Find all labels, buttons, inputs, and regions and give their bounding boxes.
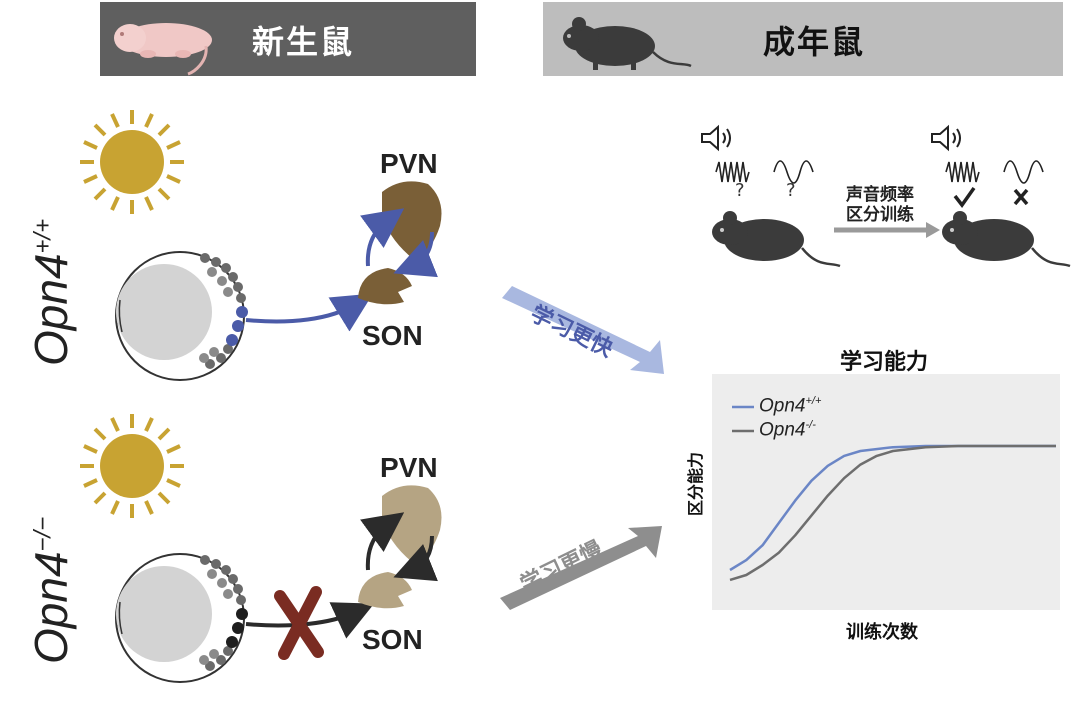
sun-icon-bottom bbox=[80, 414, 184, 518]
son-label-top: SON bbox=[362, 320, 423, 351]
cross-icon bbox=[1013, 188, 1029, 206]
eye-icon-bottom bbox=[115, 553, 375, 683]
newborn-mouse-icon bbox=[114, 23, 212, 76]
training-label-line1: 声音频率 bbox=[846, 185, 914, 205]
chart-title: 学习能力 bbox=[840, 350, 929, 375]
low-frequency-wave-icon-left bbox=[773, 160, 814, 184]
high-frequency-wave-icon-right bbox=[945, 161, 980, 183]
chart-xlabel: 训练次数 bbox=[846, 622, 918, 643]
pvn-label-bottom: PVN bbox=[380, 452, 438, 483]
adult-title: 成年鼠 bbox=[763, 23, 866, 61]
legend-ko: Opn4-/- bbox=[759, 419, 816, 441]
faster-arrow bbox=[502, 286, 664, 374]
training-label-line2: 区分训练 bbox=[846, 205, 914, 225]
question-mark-1: ? bbox=[735, 180, 745, 201]
training-arrow bbox=[834, 222, 940, 238]
legend-wt: Opn4+/+ bbox=[759, 395, 822, 417]
question-mark-2: ? bbox=[786, 180, 796, 201]
eye-icon-top bbox=[115, 251, 374, 381]
mouse-after-icon bbox=[942, 211, 1071, 268]
high-frequency-wave-icon-left bbox=[715, 161, 750, 183]
pvn-label-top: PVN bbox=[380, 148, 438, 179]
son-label-bottom: SON bbox=[362, 624, 423, 655]
speaker-icon-right bbox=[931, 124, 961, 152]
slower-arrow bbox=[500, 526, 662, 610]
sun-icon-top bbox=[80, 110, 184, 214]
newborn-banner: 新生鼠 bbox=[100, 2, 476, 76]
series-line-ko bbox=[729, 444, 1056, 582]
newborn-title: 新生鼠 bbox=[252, 23, 355, 61]
adult-banner: 成年鼠 bbox=[543, 2, 1063, 76]
adult-mouse-icon bbox=[563, 17, 692, 70]
speaker-icon-left bbox=[701, 124, 731, 152]
block-cross-icon bbox=[274, 586, 324, 660]
check-icon bbox=[953, 186, 976, 208]
low-frequency-wave-icon-right bbox=[1003, 160, 1044, 184]
plot-area bbox=[712, 374, 1060, 610]
mouse-before-icon bbox=[712, 211, 841, 268]
